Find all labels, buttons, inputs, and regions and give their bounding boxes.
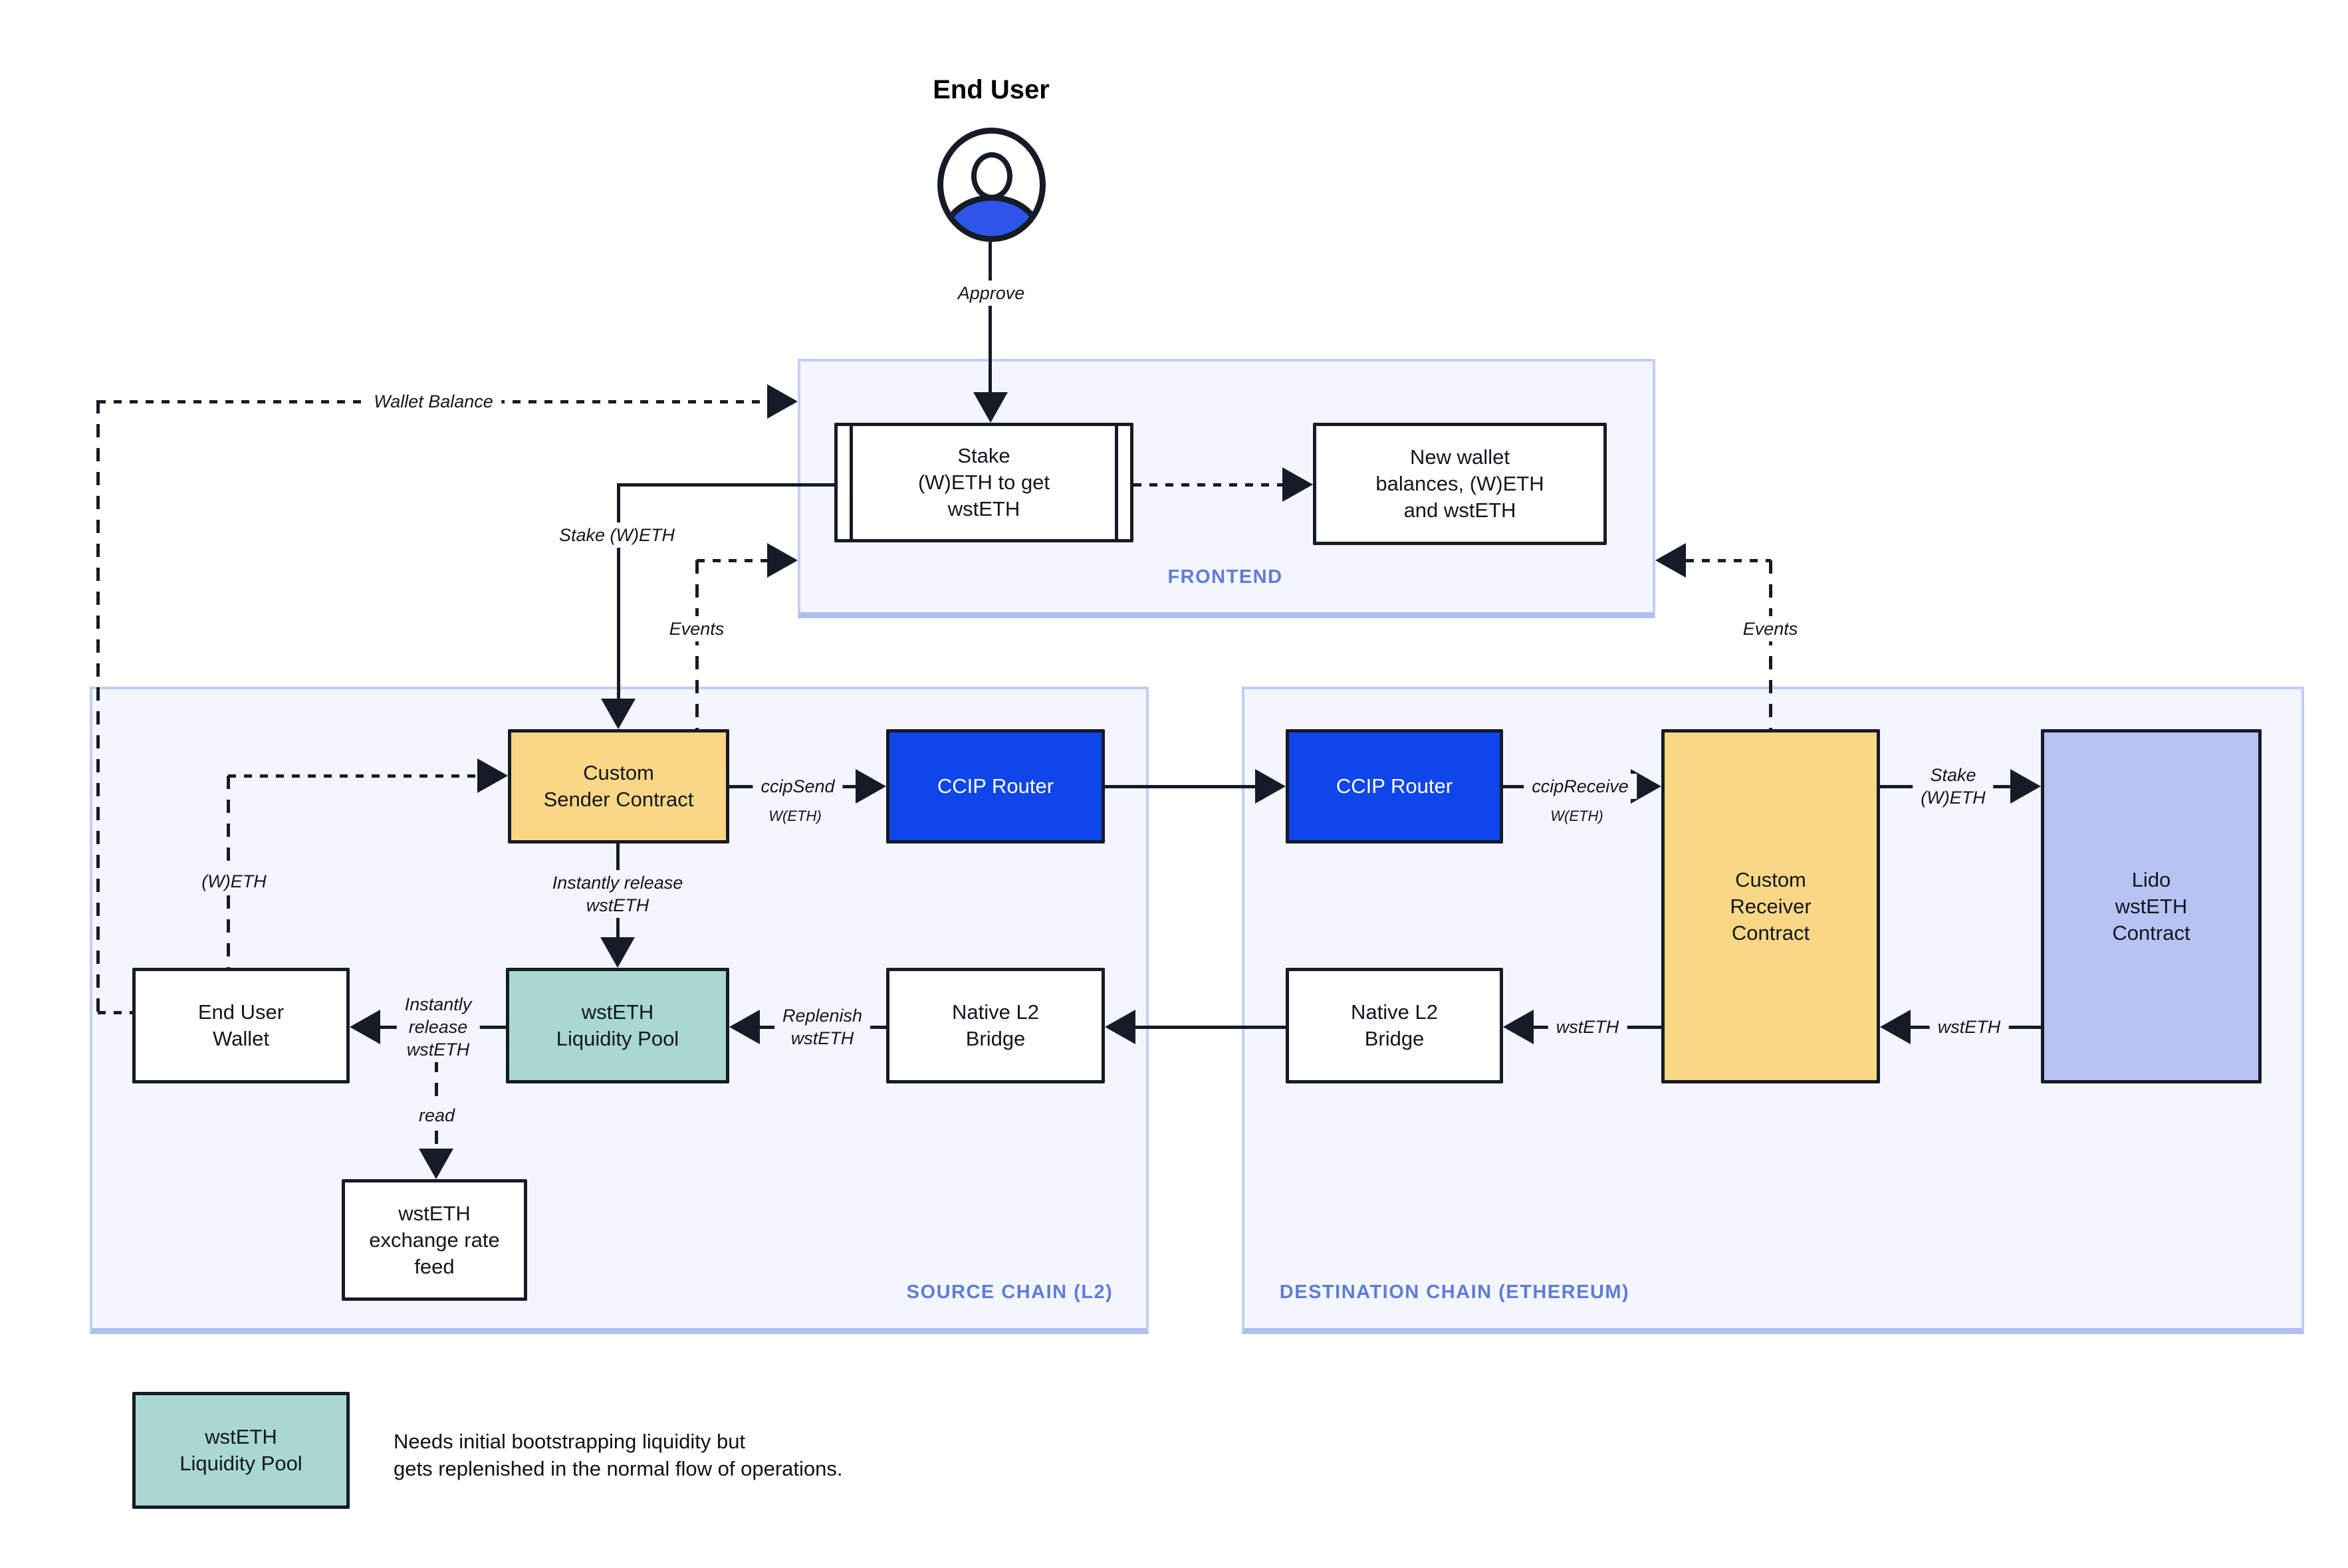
wallet-balance-line-v: [96, 400, 100, 1012]
events-destination-label: Events: [1734, 616, 1806, 641]
weth-label: (W)ETH: [193, 869, 275, 894]
events-destination-line-h: [1686, 559, 1771, 562]
node-end-user-wallet: End User Wallet: [132, 968, 350, 1083]
stake-weth-label: Stake (W)ETH: [550, 522, 683, 548]
replenish-label: Replenish wstETH: [774, 1003, 871, 1051]
wallet-balance-arrowhead-icon: [767, 384, 798, 419]
router-to-router-arrowhead-icon: [1255, 769, 1286, 804]
bridge-to-bridge-arrowhead-icon: [1105, 1010, 1135, 1044]
read-label: read: [410, 1103, 463, 1128]
stake-to-balances-line: [1133, 483, 1284, 487]
instant-release-h-label: Instantly release wstETH: [396, 992, 480, 1062]
node-wsteth-liquidity-pool: wstETH Liquidity Pool: [506, 968, 729, 1083]
router-to-router-line: [1105, 785, 1256, 788]
instant-release-h-arrowhead-icon: [350, 1010, 380, 1044]
events-source-arrowhead-icon: [767, 543, 798, 578]
wsteth-from-lido-arrowhead-icon: [1880, 1010, 1911, 1044]
stake-lido-label: Stake (W)ETH: [1913, 762, 1994, 810]
node-ccip-router-destination: CCIP Router: [1286, 729, 1503, 843]
node-lido-wsteth-contract: Lido wstETH Contract: [2041, 729, 2262, 1083]
replenish-arrowhead-icon: [729, 1010, 760, 1044]
stake-weth-line-h: [618, 483, 834, 487]
stake-weth-line-v: [617, 483, 620, 699]
end-user-avatar-icon: [937, 128, 1046, 242]
end-user-title: End User: [933, 75, 1050, 104]
wsteth-to-bridge-label: wstETH: [1548, 1014, 1627, 1040]
instant-release-v-label: Instantly release wstETH: [544, 870, 691, 918]
wsteth-from-lido-label: wstETH: [1929, 1014, 2009, 1040]
bridge-to-bridge-line: [1135, 1026, 1286, 1029]
node-wsteth-exchange-rate-feed: wstETH exchange rate feed: [342, 1179, 527, 1301]
stake-lido-arrowhead-icon: [2010, 769, 2041, 804]
wallet-balance-label: Wallet Balance: [366, 389, 501, 414]
stake-to-balances-arrowhead-icon: [1282, 467, 1313, 502]
approve-line: [989, 242, 992, 393]
events-source-line-h: [697, 559, 768, 562]
node-stake-widget: Stake (W)ETH to get wstETH: [834, 423, 1133, 542]
node-native-l2-bridge-source: Native L2 Bridge: [886, 968, 1105, 1083]
approve-arrowhead-icon: [973, 392, 1008, 423]
ccipsend-label: ccipSend: [753, 774, 843, 799]
events-destination-line-v: [1769, 560, 1772, 729]
ccipsend-arrowhead-icon: [856, 769, 886, 804]
stake-weth-arrowhead-icon: [601, 699, 636, 729]
weth-arrowhead-icon: [477, 758, 508, 793]
events-source-line-v: [695, 560, 699, 729]
wallet-balance-line-foot: [98, 1011, 132, 1014]
read-arrowhead-icon: [419, 1149, 453, 1179]
avatar-head: [971, 152, 1012, 200]
frontend-zone-label: FRONTEND: [1167, 566, 1283, 588]
approve-label: Approve: [949, 280, 1033, 306]
destination-chain-zone-label: DESTINATION CHAIN (ETHEREUM): [1279, 1282, 1630, 1303]
node-new-wallet-balances: New wallet balances, (W)ETH and wstETH: [1313, 423, 1607, 545]
events-source-label: Events: [661, 616, 733, 641]
source-chain-zone-label: SOURCE CHAIN (L2): [906, 1282, 1114, 1303]
avatar-outline: [937, 128, 1046, 242]
ccipsend-asset-label: W(ETH): [768, 808, 822, 824]
node-native-l2-bridge-destination: Native L2 Bridge: [1286, 968, 1503, 1083]
node-custom-sender-contract: Custom Sender Contract: [508, 729, 729, 843]
events-destination-arrowhead-icon: [1655, 543, 1686, 578]
legend-swatch: wstETH Liquidity Pool: [132, 1392, 350, 1509]
instant-release-v-arrowhead-icon: [600, 937, 635, 968]
node-ccip-router-source: CCIP Router: [886, 729, 1105, 843]
wsteth-to-bridge-arrowhead-icon: [1503, 1010, 1534, 1044]
legend-note: Needs initial bootstrapping liquidity bu…: [394, 1430, 843, 1480]
node-custom-receiver-contract: Custom Receiver Contract: [1661, 729, 1880, 1083]
ccipreceive-asset-label: W(ETH): [1550, 808, 1603, 824]
ccipreceive-label: ccipReceive: [1524, 774, 1637, 799]
weth-line-h: [228, 774, 478, 778]
avatar-torso: [943, 195, 1040, 236]
